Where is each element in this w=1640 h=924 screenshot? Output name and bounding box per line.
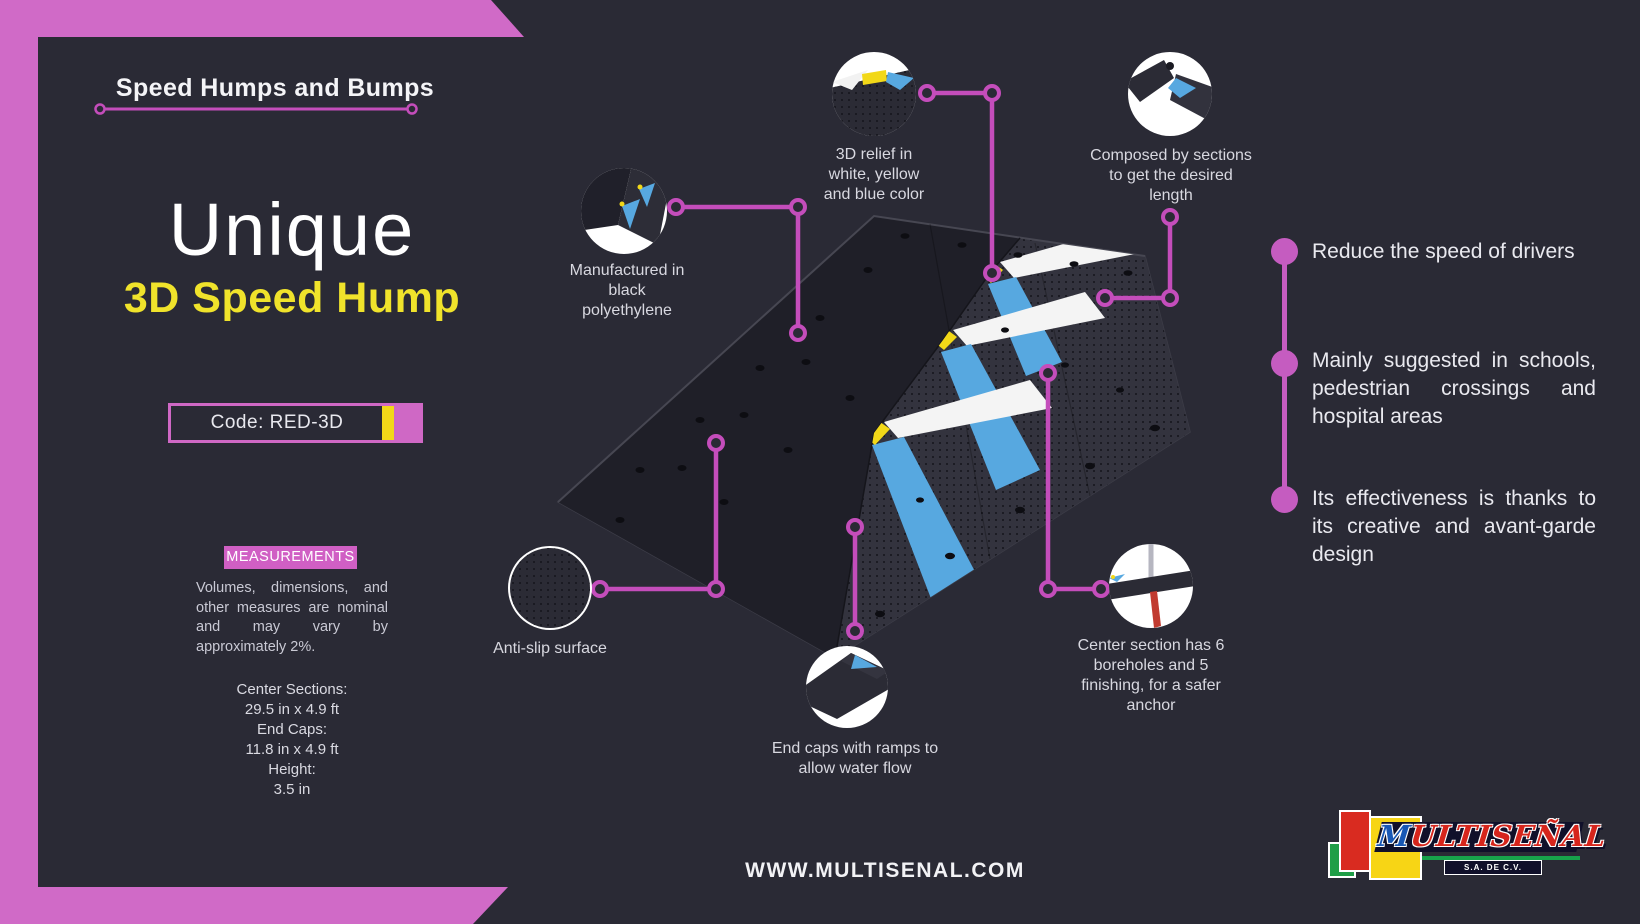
inset-photo-sections: [1128, 52, 1212, 136]
boreholes: [615, 233, 1160, 618]
spec-line: 11.8 in x 4.9 ft: [245, 741, 339, 758]
callout-sections: Composed by sections to get the desired …: [1090, 147, 1252, 204]
inset-photo-polyethylene: [581, 168, 667, 254]
inset-photo-anchor: [1109, 544, 1193, 628]
spec-line: 3.5 in: [273, 781, 311, 798]
callout-antislip: Anti-slip surface: [493, 640, 607, 657]
frame-top-band: [0, 0, 524, 37]
benefit-item: Reduce the speed of drivers: [1312, 240, 1575, 263]
spec-line: End Caps:: [256, 721, 328, 738]
callout-anchor: Center section has 6 boreholes and 5 fin…: [1077, 637, 1225, 714]
logo-wordmark: MULTISEÑAL: [1376, 819, 1608, 853]
benefit-bullet: [1270, 485, 1298, 513]
callout-endcaps: End caps with ramps to allow water flow: [771, 740, 939, 777]
spec-line: Center Sections:: [236, 681, 348, 698]
logo-subtext: S.A. DE C.V.: [1444, 860, 1542, 875]
website-url: WWW.MULTISENAL.COM: [745, 859, 1025, 882]
hero-title: Unique: [168, 188, 416, 271]
inset-photo-endcaps: [806, 646, 888, 728]
logo-red-block: [1339, 810, 1371, 872]
measurements-specs: Center Sections: 29.5 in x 4.9 ft End Ca…: [196, 680, 388, 800]
benefit-item: Mainly suggested in schools, pedestrian …: [1312, 349, 1596, 428]
spec-line: 29.5 in x 4.9 ft: [244, 701, 340, 718]
product-code-box: Code: RED-3D: [168, 403, 423, 443]
measurements-heading: MEASUREMENTS: [224, 546, 357, 569]
inset-photo-relief: [832, 52, 916, 136]
page-title: Speed Humps and Bumps: [115, 74, 435, 102]
multisenal-logo: MULTISEÑAL S.A. DE C.V.: [1326, 806, 1608, 884]
spec-line: Height:: [268, 761, 316, 778]
inset-photo-antislip: [508, 546, 592, 630]
measurements-paragraph: Volumes, dimensions, and other measures …: [196, 580, 388, 655]
frame-left-band: [0, 0, 38, 924]
callout-relief: 3D relief in white, yellow and blue colo…: [823, 146, 925, 203]
product-code: Code: RED-3D: [210, 412, 344, 433]
benefit-item: Its effectiveness is thanks to its creat…: [1312, 487, 1596, 566]
benefit-bullet: [1270, 237, 1298, 265]
code-box-pink-stripe: [394, 406, 420, 440]
connector-rings: [94, 84, 1179, 640]
callout-polyethylene: Manufactured in black polyethylene: [569, 262, 685, 319]
hero-subtitle: 3D Speed Hump: [123, 274, 461, 322]
benefit-bullet: [1270, 349, 1298, 377]
frame-bottom-band: [0, 887, 508, 924]
code-box-yellow-stripe: [382, 406, 394, 440]
logo-green-underline: [1422, 856, 1580, 860]
